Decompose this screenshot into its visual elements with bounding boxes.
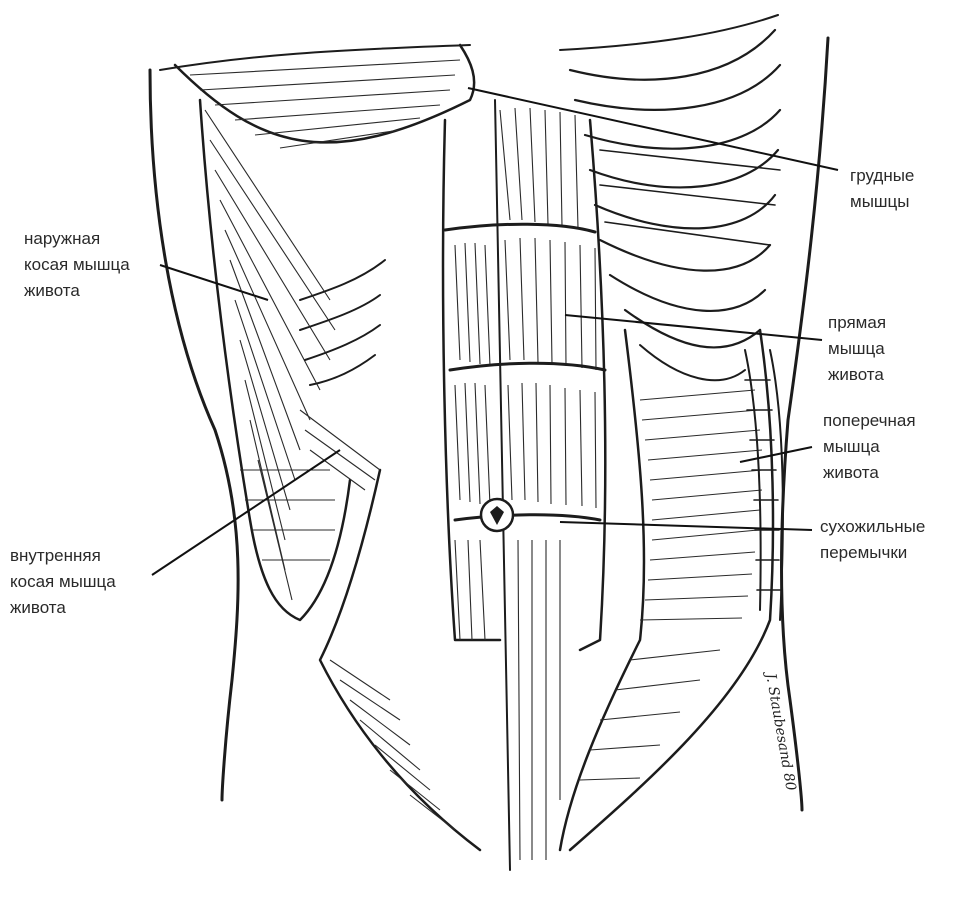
leader-lines <box>151 87 839 576</box>
leader-external-oblique <box>159 264 269 301</box>
rectus-abdominis-muscle <box>441 99 607 871</box>
leader-transverse <box>739 446 813 463</box>
external-oblique-muscle <box>198 98 386 622</box>
internal-oblique-muscle <box>299 409 482 852</box>
label-pectoral-muscles: грудные мышцы <box>850 166 915 211</box>
pectoral-muscle-left <box>173 43 476 149</box>
label-rectus-abdominis: прямая мышца живота <box>828 313 887 384</box>
leader-pectoral <box>467 87 839 171</box>
label-transverse-abdominis: поперечная мышца живота <box>823 411 916 482</box>
leader-internal-oblique <box>151 449 341 576</box>
leader-tendinous <box>559 521 813 531</box>
label-external-oblique: наружная косая мышца живота <box>24 229 130 300</box>
leader-rectus <box>564 314 823 341</box>
label-internal-oblique: внутренняя косая мышца живота <box>10 546 116 617</box>
transverse-abdominis-muscle <box>558 328 784 852</box>
label-tendinous-intersections: сухожильные перемычки <box>820 517 926 562</box>
